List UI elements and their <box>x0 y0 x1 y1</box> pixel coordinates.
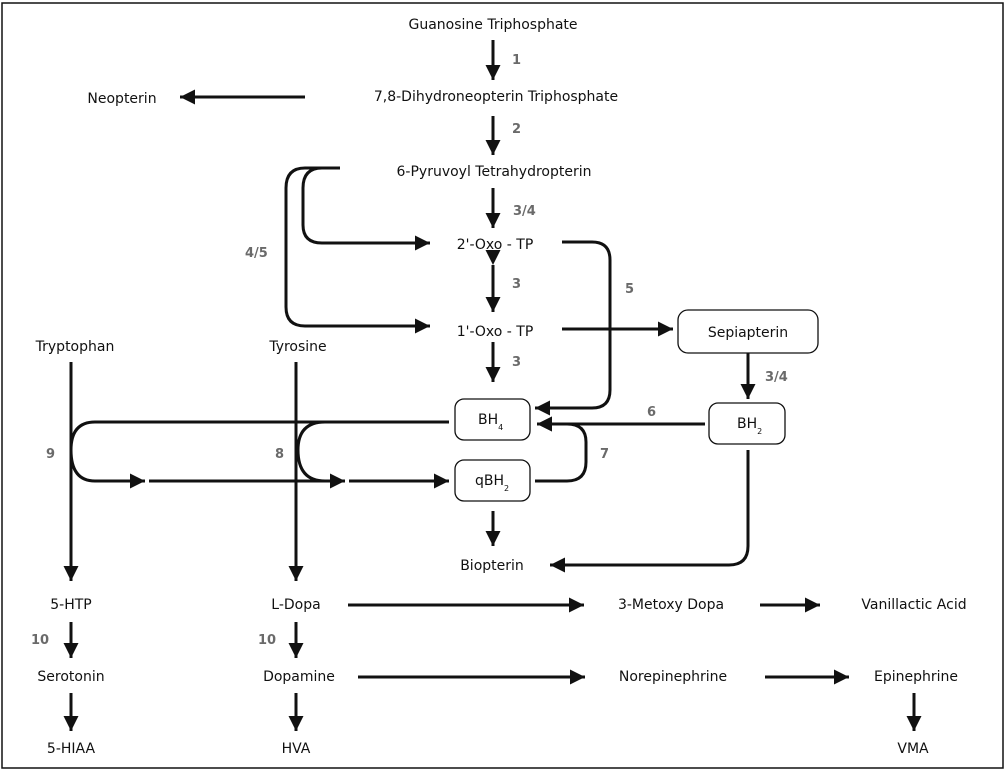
node-qbh2: qBH2 <box>475 473 509 493</box>
pathway-arrows <box>63 40 922 731</box>
node-epinephrine: Epinephrine <box>874 669 958 685</box>
enzyme-label-6: 6 <box>647 405 656 420</box>
node-dihydroneopterin-triphosphate: 7,8-Dihydroneopterin Triphosphate <box>374 89 618 105</box>
node-bh4: BH4 <box>478 412 503 432</box>
node-3-metoxy-dopa: 3-Metoxy Dopa <box>618 597 724 613</box>
enzyme-label-3-lower: 3 <box>512 355 521 370</box>
enzyme-label-7: 7 <box>600 447 609 462</box>
node-neopterin: Neopterin <box>87 91 156 107</box>
node-serotonin: Serotonin <box>37 669 104 685</box>
enzyme-label-1: 1 <box>512 53 521 68</box>
arrow-oxo2-to-bh4 <box>535 240 612 416</box>
arrow-cycle-9-to-bh4 <box>69 420 449 489</box>
enzyme-label-2: 2 <box>512 122 521 137</box>
qbh2-box <box>454 459 531 502</box>
node-guanosine-triphosphate: Guanosine Triphosphate <box>408 17 577 33</box>
arrow-cycle-8-loop <box>296 420 326 483</box>
enzyme-label-3-4-lower: 3/4 <box>765 370 788 385</box>
enzyme-label-10-left: 10 <box>31 633 49 648</box>
arrow-ptp-to-oxo1-bypass <box>284 166 430 334</box>
node-norepinephrine: Norepinephrine <box>619 669 727 685</box>
node-hva: HVA <box>282 741 311 757</box>
arrow-bh2-to-biopterin <box>550 450 750 573</box>
node-l-dopa: L-Dopa <box>271 597 320 613</box>
node-pyruvoyl-tetrahydropterin: 6-Pyruvoyl Tetrahydropterin <box>397 164 592 180</box>
node-dopamine: Dopamine <box>263 669 335 685</box>
node-biopterin: Biopterin <box>460 558 524 574</box>
node-1-oxo-tp: 1'-Oxo - TP <box>457 324 534 340</box>
node-5-htp: 5-HTP <box>50 597 91 613</box>
enzyme-label-10-right: 10 <box>258 633 276 648</box>
node-sepiapterin: Sepiapterin <box>708 325 788 341</box>
bh2-box <box>708 402 786 445</box>
enzyme-label-8: 8 <box>275 447 284 462</box>
enzyme-label-5: 5 <box>625 282 634 297</box>
node-vanillactic-acid: Vanillactic Acid <box>861 597 966 613</box>
node-vma: VMA <box>897 741 929 757</box>
node-5-hiaa: 5-HIAA <box>47 741 96 757</box>
node-tryptophan: Tryptophan <box>35 339 115 355</box>
bh4-box <box>454 398 531 441</box>
arrow-qbh2-to-bh4 <box>535 416 588 483</box>
enzyme-label-3-4-upper: 3/4 <box>513 204 536 219</box>
enzyme-label-9: 9 <box>46 447 55 462</box>
node-tyrosine: Tyrosine <box>268 339 326 355</box>
node-2-oxo-tp: 2'-Oxo - TP <box>457 237 534 253</box>
node-bh2: BH2 <box>737 416 762 436</box>
enzyme-label-4-5: 4/5 <box>245 246 268 261</box>
enzyme-label-3-upper: 3 <box>512 277 521 292</box>
